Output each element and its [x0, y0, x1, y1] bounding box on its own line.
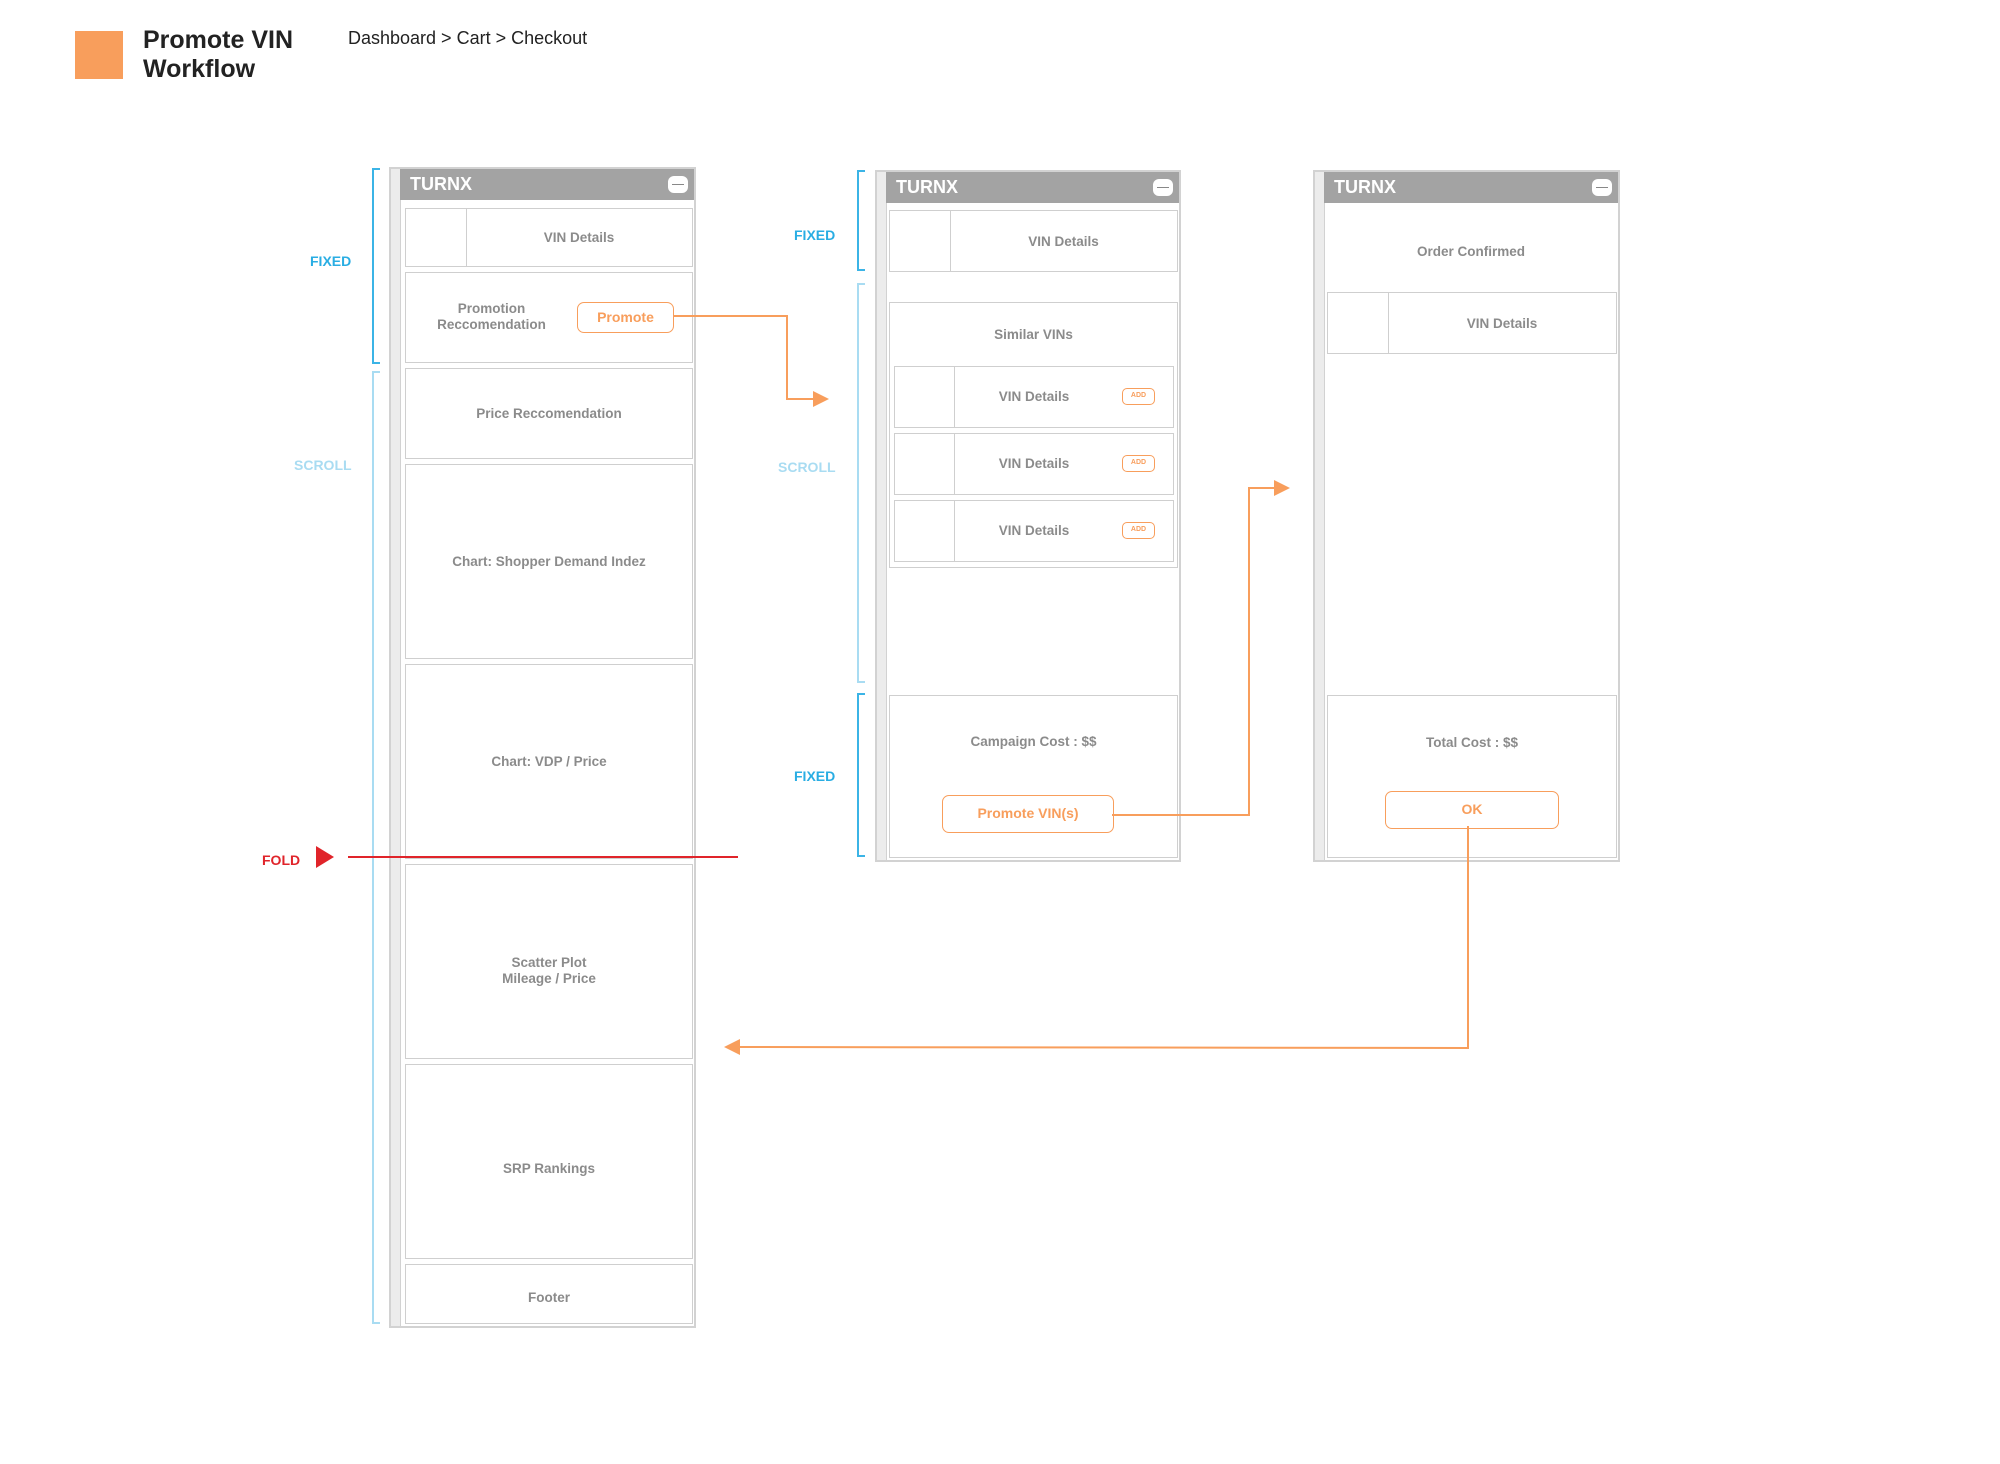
- arrowhead-icon: [1274, 480, 1290, 496]
- fold-label: FOLD: [262, 852, 301, 868]
- brand-label: TURNX: [410, 174, 472, 194]
- fixed-label-screen2-top: FIXED: [794, 227, 836, 243]
- page-title: Promote VIN Workflow: [143, 26, 294, 83]
- fixed-bracket-screen2-top: [857, 170, 865, 271]
- app-topbar: TURNX: [400, 169, 694, 200]
- footer-card: Footer: [405, 1264, 693, 1324]
- brand-label: TURNX: [1334, 177, 1396, 197]
- vin-thumbnail: [406, 209, 467, 266]
- add-button[interactable]: ADD: [1122, 522, 1155, 539]
- similar-vin-item[interactable]: VIN Details ADD: [894, 433, 1174, 495]
- fold-arrow-icon: [316, 846, 334, 868]
- add-button[interactable]: ADD: [1122, 455, 1155, 472]
- chart-demand-card: Chart: Shopper Demand Indez: [405, 464, 693, 659]
- phone-rail: [877, 172, 887, 860]
- promotion-card: Promotion Reccomendation Promote: [405, 272, 693, 363]
- scroll-bracket-screen1: [372, 371, 380, 1324]
- scatter-subtitle: Mileage / Price: [502, 971, 596, 986]
- scatter-plot-card: Scatter Plot Mileage / Price: [405, 864, 693, 1059]
- app-topbar: TURNX: [886, 172, 1179, 203]
- total-cost-label: Total Cost : $$: [1425, 735, 1518, 750]
- scatter-title: Scatter Plot: [511, 955, 587, 970]
- fixed-label-screen1: FIXED: [310, 253, 352, 269]
- srp-rankings-label: SRP Rankings: [502, 1161, 596, 1176]
- vin-details-label: VIN Details: [998, 456, 1070, 471]
- phone-screen-confirmation: TURNX Order Confirmed VIN Details Total …: [1313, 170, 1620, 862]
- similar-vins-panel: Similar VINs VIN Details ADD VIN Details…: [889, 302, 1178, 568]
- add-button[interactable]: ADD: [1122, 388, 1155, 405]
- campaign-cost-panel: Campaign Cost : $$ Promote VIN(s): [889, 695, 1178, 858]
- chart-vdp-label: Chart: VDP / Price: [491, 754, 607, 769]
- fixed-bracket-screen1: [372, 168, 380, 364]
- fixed-bracket-screen2-bottom: [857, 693, 865, 857]
- promotion-label: Promotion Reccomendation: [437, 301, 546, 332]
- chart-vdp-card: Chart: VDP / Price: [405, 664, 693, 859]
- vin-details-label: VIN Details: [1028, 234, 1099, 249]
- vin-details-card[interactable]: VIN Details: [889, 210, 1178, 272]
- footer-label: Footer: [528, 1290, 570, 1305]
- menu-icon[interactable]: [668, 176, 688, 193]
- phone-rail: [391, 169, 401, 1326]
- similar-vins-heading: Similar VINs: [994, 327, 1073, 342]
- phone-screen-cart: TURNX VIN Details Promotion Reccomendati…: [389, 167, 696, 1328]
- vin-thumbnail: [895, 367, 955, 427]
- vin-thumbnail: [890, 211, 951, 271]
- vin-thumbnail: [895, 501, 955, 561]
- vin-details-label: VIN Details: [543, 230, 615, 245]
- chart-demand-label: Chart: Shopper Demand Indez: [452, 554, 646, 569]
- vin-thumbnail: [1328, 293, 1389, 353]
- promote-button[interactable]: Promote: [577, 302, 674, 333]
- vin-details-card[interactable]: VIN Details: [1327, 292, 1617, 354]
- scroll-bracket-screen2: [857, 283, 865, 683]
- price-recommendation-card: Price Reccomendation: [405, 368, 693, 459]
- brand-label: TURNX: [896, 177, 958, 197]
- total-cost-panel: Total Cost : $$ OK: [1327, 695, 1617, 858]
- arrowhead-icon: [724, 1039, 740, 1055]
- similar-vin-item[interactable]: VIN Details ADD: [894, 500, 1174, 562]
- ok-button[interactable]: OK: [1385, 791, 1559, 829]
- scroll-label-screen2: SCROLL: [778, 459, 836, 475]
- price-recommendation-label: Price Reccomendation: [476, 406, 622, 421]
- breadcrumb: Dashboard > Cart > Checkout: [348, 28, 588, 48]
- vin-details-label: VIN Details: [998, 389, 1070, 404]
- phone-screen-checkout: TURNX VIN Details Similar VINs VIN Detai…: [875, 170, 1181, 862]
- vin-details-card[interactable]: VIN Details: [405, 208, 693, 267]
- srp-rankings-card: SRP Rankings: [405, 1064, 693, 1259]
- fixed-label-screen2-bottom: FIXED: [794, 768, 836, 784]
- vin-details-label: VIN Details: [998, 523, 1070, 538]
- arrowhead-icon: [813, 391, 829, 407]
- menu-icon[interactable]: [1153, 179, 1173, 196]
- campaign-cost-label: Campaign Cost : $$: [970, 734, 1097, 749]
- scroll-label-screen1: SCROLL: [294, 457, 352, 473]
- menu-icon[interactable]: [1592, 179, 1612, 196]
- vin-thumbnail: [895, 434, 955, 494]
- app-topbar: TURNX: [1324, 172, 1618, 203]
- vin-details-label: VIN Details: [1466, 316, 1538, 331]
- order-confirmed-heading: Order Confirmed: [1416, 244, 1525, 259]
- promote-vins-button[interactable]: Promote VIN(s): [942, 795, 1114, 833]
- workflow-color-swatch: [75, 31, 123, 79]
- similar-vin-item[interactable]: VIN Details ADD: [894, 366, 1174, 428]
- phone-rail: [1315, 172, 1325, 860]
